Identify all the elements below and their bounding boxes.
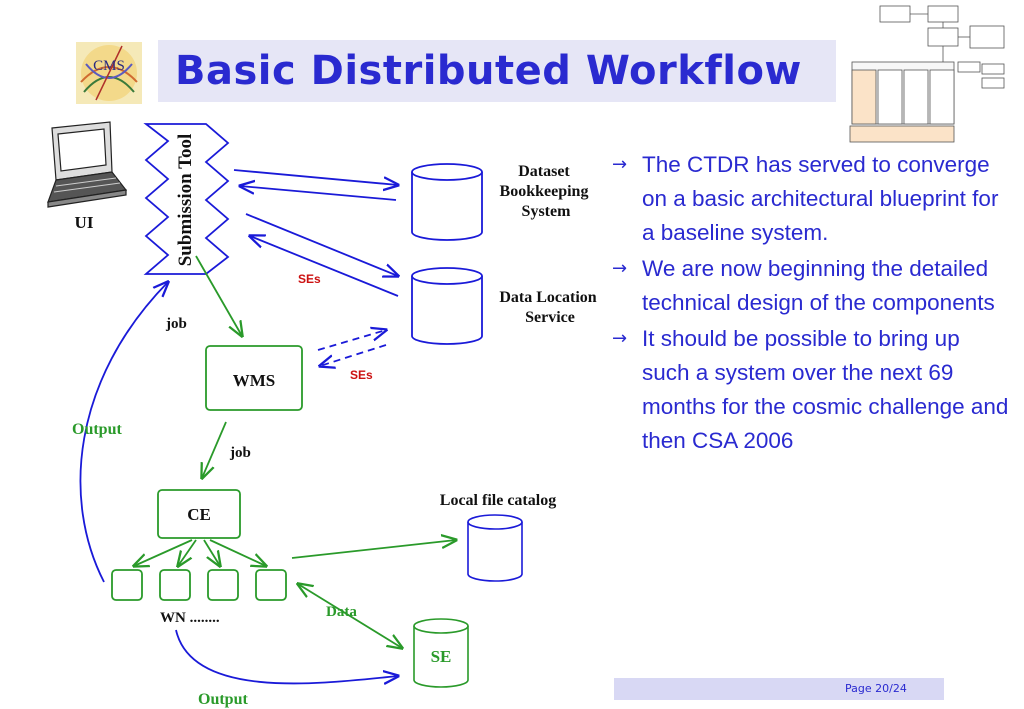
ui-label: UI <box>75 213 94 232</box>
bullet-list: → The CTDR has served to converge on a b… <box>610 148 1010 460</box>
svg-text:Dataset Bookkeeping Sy: Dataset Bookkeeping System <box>500 163 593 220</box>
dashed-arrow-dls-to-wms <box>320 344 387 366</box>
page-title: Basic Distributed Workflow <box>175 48 802 94</box>
bullet-item: → The CTDR has served to converge on a b… <box>610 148 1010 250</box>
footer-bar <box>614 678 944 700</box>
wn-to-local-catalog-arrow <box>291 540 456 559</box>
dataset-label-line3: System <box>522 203 572 220</box>
data-location-line1: Data Location <box>499 289 596 306</box>
ses-label-2: SEs <box>350 368 373 382</box>
data-label: Data <box>326 604 357 620</box>
title-bar <box>158 40 836 102</box>
wms-box <box>205 345 303 411</box>
se-label: SE <box>431 647 452 666</box>
ce-to-wn-arrow <box>203 539 220 566</box>
job-label-2: job <box>229 445 251 461</box>
arrow-from-dls <box>250 236 399 297</box>
worker-node <box>159 569 191 601</box>
arrow-bullet-icon: → <box>612 258 628 279</box>
data-location-cylinder <box>411 267 483 345</box>
svg-text:Data Location Service: Data Location Service <box>499 289 600 326</box>
dataset-bookkeeping-cylinder <box>411 163 483 241</box>
job-arrow-2 <box>202 421 227 478</box>
ce-box <box>157 489 241 539</box>
submission-tool-label: Submission Tool <box>175 134 196 267</box>
arrow-bullet-icon: → <box>612 328 628 349</box>
bullet-text: It should be possible to bring up such a… <box>642 326 1009 453</box>
worker-node <box>255 569 287 601</box>
arrow-to-dbs <box>233 169 398 185</box>
ce-to-wn-arrow <box>134 539 193 566</box>
page-number: Page 20/24 <box>845 682 907 695</box>
bullet-item: → It should be possible to bring up such… <box>610 322 1010 458</box>
output-label-1: Output <box>72 421 122 438</box>
output-label-2: Output <box>198 691 248 708</box>
wn-se-data-arrow <box>298 584 402 648</box>
cms-logo: CMS <box>76 42 142 104</box>
wn-label: WN ........ <box>160 610 220 626</box>
job-arrow-1 <box>195 255 242 336</box>
ce-to-wn-arrow <box>209 539 266 566</box>
output-arrow-to-tool <box>79 282 168 583</box>
arrow-bullet-icon: → <box>612 154 628 175</box>
dataset-label-line1: Dataset <box>518 163 570 180</box>
arrow-from-dbs <box>240 186 397 201</box>
worker-node <box>207 569 239 601</box>
arrow-to-dls <box>245 213 398 276</box>
ce-label: CE <box>187 505 211 524</box>
bullet-text: The CTDR has served to converge on a bas… <box>642 152 999 245</box>
worker-node <box>111 569 143 601</box>
ses-label-1: SEs <box>298 272 321 286</box>
output-arrow-to-se <box>175 629 398 683</box>
wms-label: WMS <box>233 371 276 390</box>
ce-to-wn-arrow <box>178 539 197 566</box>
job-label-1: job <box>165 316 187 332</box>
org-chart-thumbnail <box>849 5 1005 143</box>
local-file-catalog-label: Local file catalog <box>440 492 556 509</box>
bullet-text: We are now beginning the detailed techni… <box>642 256 995 315</box>
laptop-icon <box>47 121 128 208</box>
local-file-catalog-cylinder <box>467 514 523 582</box>
se-cylinder <box>413 618 469 688</box>
dashed-arrow-wms-to-dls <box>317 330 386 351</box>
data-location-line2: Service <box>525 309 575 326</box>
workflow-diagram: UI Submission Tool Dataset Bookkeeping S… <box>47 121 600 708</box>
bullet-item: → We are now beginning the detailed tech… <box>610 252 1010 320</box>
logo-text: CMS <box>93 58 125 74</box>
dataset-label-line2: Bookkeeping <box>500 183 589 200</box>
